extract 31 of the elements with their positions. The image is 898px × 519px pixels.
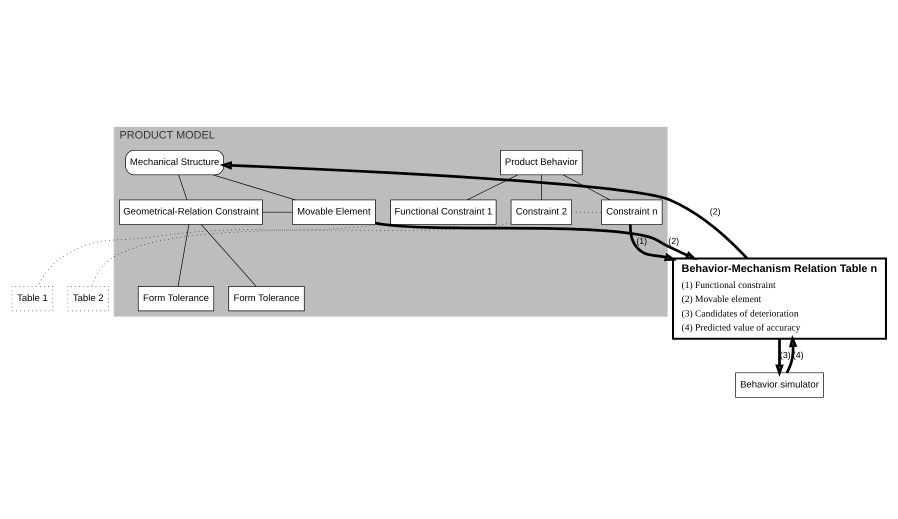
node-box: Form Tolerance	[228, 286, 305, 312]
arrow	[786, 334, 798, 374]
node-box: Constraint 2	[510, 200, 572, 225]
node-box: Mechanical Structure	[125, 150, 224, 176]
node-box: Behavior-Mechanism Relation Table n (1) Functional constraint (2) Movable element (3) Candidates of deterioration (4) Predicted value of accuracy	[672, 257, 887, 340]
arrow	[629, 224, 677, 262]
connector	[541, 174, 542, 200]
node-box: Geometrical-Relation Constraint	[119, 200, 263, 225]
connector	[562, 174, 610, 200]
connector	[466, 174, 518, 200]
connector	[262, 212, 292, 213]
node-box: Table 1	[12, 286, 54, 312]
connector	[200, 224, 256, 286]
connector	[178, 224, 190, 286]
node-box: Form Tolerance	[138, 286, 214, 312]
edge-label: (2)	[668, 236, 680, 246]
arrow	[220, 161, 748, 260]
node-box: Product Behavior	[500, 150, 583, 176]
arrow	[375, 222, 698, 260]
arrow	[775, 338, 784, 377]
edge-label: (1)	[636, 236, 648, 246]
node-box: Constraint n	[601, 200, 662, 225]
connector	[212, 174, 296, 200]
connector	[91, 222, 512, 287]
connector	[178, 174, 188, 200]
node-box: Functional Constraint 1	[390, 200, 496, 225]
connector	[37, 223, 391, 287]
node-box: Movable Element	[292, 200, 376, 225]
node-box: Table 2	[67, 286, 109, 312]
node-box: Behavior simulator	[735, 372, 824, 398]
edge-label: (2)	[710, 206, 721, 217]
